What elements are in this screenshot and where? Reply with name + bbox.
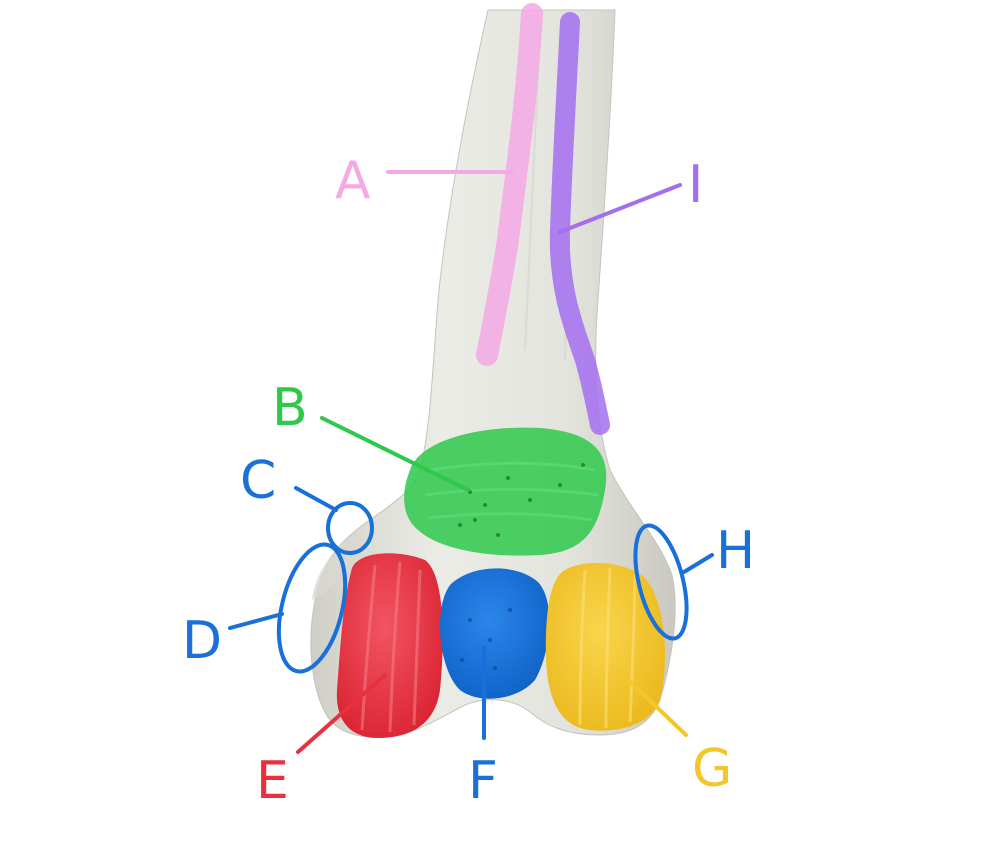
leader-line-g (618, 670, 688, 737)
outline-h-ellipse (633, 523, 689, 641)
label-g: G (692, 739, 733, 799)
label-d: D (182, 611, 223, 671)
label-a: A (335, 151, 372, 211)
marker-b-patch (404, 427, 607, 556)
leader-line-b (320, 416, 470, 492)
label-f: F (468, 751, 499, 811)
marker-e-blob (336, 553, 443, 738)
leader-line-c (294, 486, 338, 512)
label-e: E (256, 751, 290, 811)
medial-epicondyle-shape (312, 540, 352, 600)
leader-line-h (682, 553, 714, 574)
leader-line-i (558, 183, 682, 234)
label-b: B (272, 378, 309, 438)
leader-line-e (296, 673, 387, 754)
marker-f-blob (439, 568, 550, 699)
marker-a-band (476, 3, 543, 366)
leader-line-d (228, 612, 284, 630)
outline-c-circle (326, 501, 374, 555)
label-h: H (716, 521, 756, 581)
outline-d-ellipse (276, 542, 348, 674)
marker-g-blob (545, 562, 665, 731)
marker-i-band (549, 12, 610, 435)
label-i: I (688, 155, 704, 215)
label-c: C (240, 451, 277, 511)
